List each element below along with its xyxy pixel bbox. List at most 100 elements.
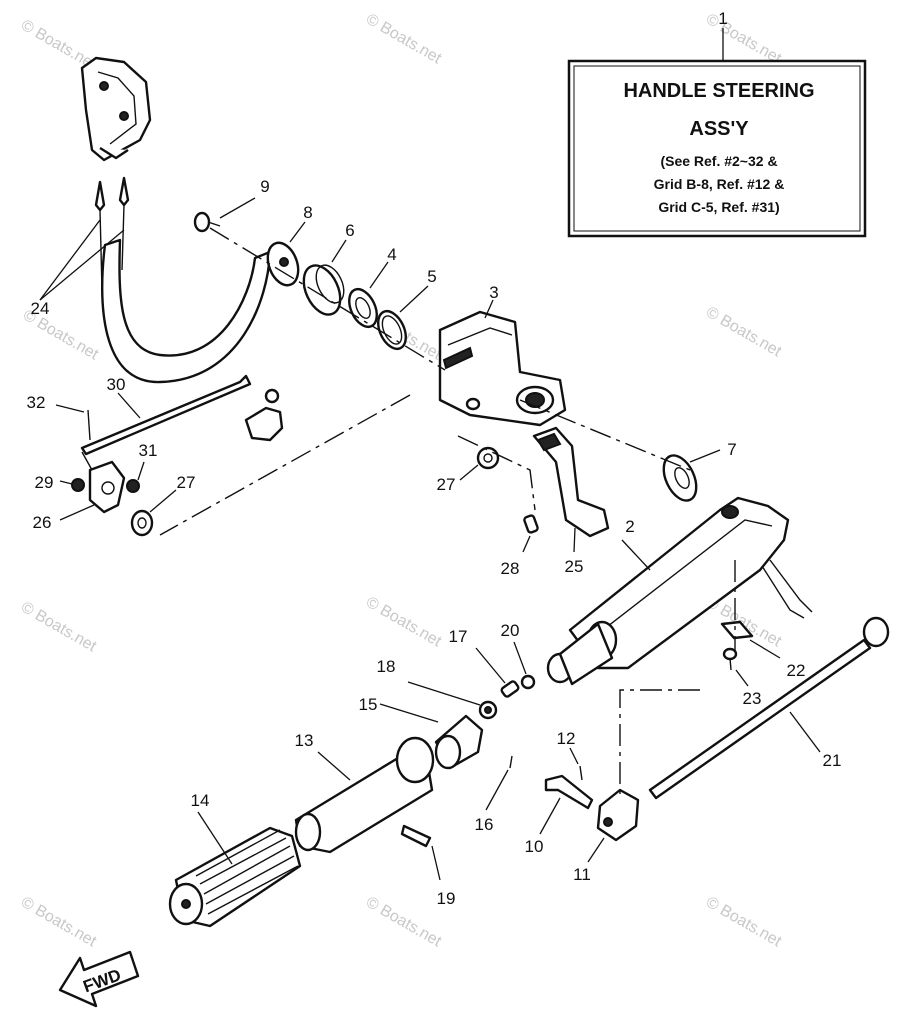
leader-13	[317, 751, 351, 781]
callout-6: 6	[345, 221, 354, 240]
callout-17: 17	[449, 627, 468, 646]
watermark-3: © Boats.net	[703, 11, 785, 68]
title-note-2: Grid B-8, Ref. #12 &	[654, 176, 785, 192]
leader-23	[735, 669, 749, 687]
part-screw-16	[485, 755, 513, 811]
leader-18	[407, 681, 481, 706]
leader-24a	[39, 219, 101, 301]
nut-18-hole	[484, 706, 492, 714]
leader-32	[55, 404, 85, 413]
title-box-frame	[567, 59, 867, 238]
part-collar-15	[379, 703, 484, 770]
part-screw-19	[400, 824, 441, 881]
leader-2	[621, 539, 651, 571]
housing-3-bolt	[465, 397, 481, 411]
part-throttle-shaft-13	[294, 736, 435, 854]
leader-29	[59, 480, 73, 485]
bracket-plate	[80, 56, 152, 162]
part-rod-21	[648, 616, 890, 800]
handle-arm-body	[568, 496, 790, 670]
callout-28: 28	[501, 559, 520, 578]
callout-21: 21	[823, 751, 842, 770]
watermark-10: © Boats.net	[18, 894, 100, 951]
lever-26-hole	[101, 481, 115, 495]
watermark-12: © Boats.net	[703, 894, 785, 951]
callout-19: 19	[437, 889, 456, 908]
grip-14-end-hole	[181, 899, 191, 909]
leader-9	[219, 197, 256, 219]
leader-14	[197, 811, 233, 865]
bushing-6-inner	[315, 264, 345, 304]
part-cable-bracket	[80, 56, 152, 162]
callout-9: 9	[260, 177, 269, 196]
title-box-inner-frame	[573, 65, 861, 232]
callouts: 2 3 4 5 6 7 8 9 10 11 12 13 14 15 16 17 …	[27, 177, 842, 908]
callout-3: 3	[489, 283, 498, 302]
callout-26: 26	[33, 513, 52, 532]
callout-31: 31	[139, 441, 158, 460]
part-clip-10	[539, 774, 594, 835]
leader-30	[117, 392, 141, 419]
nut-29	[71, 478, 85, 492]
pin-12	[579, 765, 583, 781]
pin-32	[87, 409, 91, 441]
leader-15	[379, 703, 439, 723]
callout-25: 25	[565, 557, 584, 576]
leader-4	[369, 261, 389, 289]
leader-3	[484, 299, 494, 319]
part-grip-14	[168, 811, 302, 928]
part-nut-18	[407, 681, 498, 720]
part-spring-17	[475, 647, 520, 698]
part-ball-20	[513, 641, 536, 690]
part-nut-29	[59, 478, 85, 492]
plate-8-hole	[279, 257, 289, 267]
part-screw-23	[722, 647, 749, 687]
callout-30: 30	[107, 375, 126, 394]
leader-12	[569, 747, 579, 765]
block-11	[596, 788, 640, 842]
assembly-lines	[81, 227, 736, 796]
leader-21	[789, 711, 821, 753]
nut-31	[126, 479, 140, 493]
leader-16	[485, 769, 509, 811]
bracket-hole-2	[119, 111, 129, 121]
part-plate-22	[720, 620, 781, 659]
lever-25	[532, 426, 610, 538]
callout-4: 4	[387, 245, 396, 264]
screw-9-shank	[207, 221, 221, 227]
callout-24: 24	[31, 299, 50, 318]
leader-27b	[459, 464, 479, 481]
handle-arm-ridge	[589, 519, 773, 641]
leader-6	[331, 239, 347, 263]
callout-2: 2	[625, 517, 634, 536]
bracket-hole-1	[99, 81, 109, 91]
bushing-27-lower	[130, 509, 154, 537]
callout-11: 11	[573, 865, 591, 884]
part-housing-3	[438, 299, 567, 427]
part-nut-31	[126, 461, 145, 493]
fwd-arrow: FWD	[58, 950, 140, 1008]
plate-22	[720, 620, 754, 640]
handle-arm-hole	[721, 505, 739, 519]
ball-20	[520, 674, 536, 690]
bracket-fold	[97, 71, 137, 145]
callout-15: 15	[359, 695, 378, 714]
callout-13: 13	[295, 731, 314, 750]
watermark-2: © Boats.net	[363, 11, 445, 68]
cable-end-2	[118, 176, 130, 207]
callout-10: 10	[525, 837, 544, 856]
part-bushing-6	[302, 239, 347, 316]
bushing-27-upper	[476, 446, 500, 470]
part-pin-12	[569, 747, 583, 781]
part-link-rod-30	[80, 374, 252, 456]
leader-10	[539, 797, 561, 835]
link-clip	[244, 406, 284, 442]
leader-11	[587, 837, 605, 863]
leader-28	[522, 535, 531, 553]
callout-16: 16	[475, 815, 494, 834]
cable-end-1	[94, 180, 106, 212]
callout-29: 29	[35, 473, 54, 492]
callout-5: 5	[427, 267, 436, 286]
